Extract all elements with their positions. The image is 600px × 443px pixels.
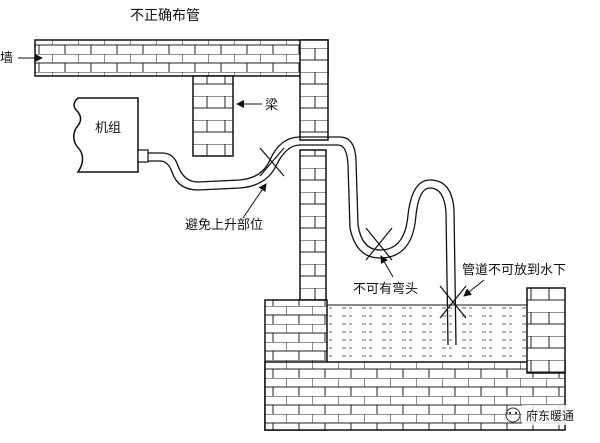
unit-label: 机组 — [95, 121, 121, 136]
floor-wall — [264, 287, 566, 431]
avoid-rise-callout: 避免上升部位 — [185, 183, 267, 233]
no-bend-callout: 不可有弯头 — [353, 255, 418, 297]
wall-label: 墙 — [0, 51, 13, 66]
no-bend-arrow — [380, 255, 394, 278]
underwater-callout: 管道不可放到水下 — [462, 263, 566, 297]
wechat-icon — [505, 407, 521, 423]
water-basin — [327, 304, 527, 362]
diagram-title: 不正确布管 — [130, 8, 200, 24]
beam-callout: 梁 — [236, 98, 278, 113]
watermark-text: 府东暖通 — [526, 408, 574, 423]
underwater-arrow — [463, 279, 485, 297]
x-mark-underwater — [439, 285, 467, 319]
no-bend-label: 不可有弯头 — [353, 281, 418, 297]
watermark: 府东暖通 — [505, 405, 594, 425]
ceiling-wall — [34, 39, 329, 77]
x-mark-rise — [259, 147, 285, 177]
beam-label: 梁 — [265, 98, 278, 113]
x-mark-bend — [365, 227, 393, 261]
unit-box: 机组 — [73, 97, 149, 173]
avoid-rise-arrow — [242, 183, 267, 219]
underwater-label: 管道不可放到水下 — [462, 263, 566, 278]
beam — [192, 75, 234, 157]
upper-right-wall — [299, 39, 329, 141]
avoid-rise-label: 避免上升部位 — [185, 218, 263, 233]
refrigerant-pipe — [148, 136, 457, 346]
wall-callout: 墙 — [0, 51, 43, 66]
middle-wall-column — [299, 149, 327, 301]
